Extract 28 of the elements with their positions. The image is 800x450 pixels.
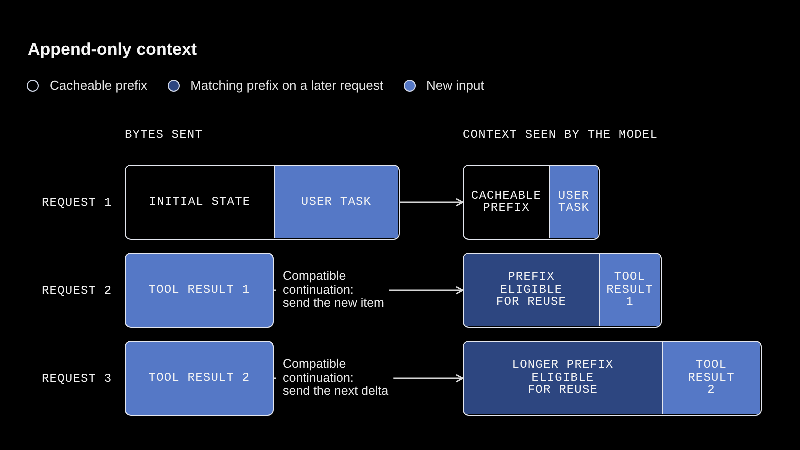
prefix-segment: CACHEABLE PREFIX [464,166,550,238]
legend-label: Cacheable prefix [50,78,148,94]
arrow [400,198,464,207]
input-block: TOOL RESULT 2 [125,341,274,416]
input-segment: TOOL RESULT 2 [663,342,760,414]
input-segment: TOOL RESULT 1 [600,254,660,326]
prefix-segment: PREFIX ELIGIBLE FOR REUSE [464,254,600,326]
context-bar [463,341,762,416]
arrow [273,286,464,295]
edge-label: Compatible continuation: send the next delta [283,358,389,399]
title: Append-only context [28,40,198,60]
input-segment: USER TASK [275,166,398,238]
input-block: TOOL RESULT 1 [125,253,274,328]
prefix-segment: LONGER PREFIX ELIGIBLE FOR REUSE [464,342,663,414]
legend-label: Matching prefix on a later request [190,78,384,94]
column-header: CONTEXT SEEN BY THE MODEL [463,128,658,142]
context-bar [463,165,600,240]
row-label: REQUEST 3 [42,372,112,386]
row-label: REQUEST 1 [42,196,112,210]
column-header: BYTES SENT [125,128,204,142]
edge-label: Compatible continuation: send the new item [283,270,384,311]
prefix-segment: INITIAL STATE [126,166,275,238]
context-bar [463,253,662,328]
row-label: REQUEST 2 [42,284,112,298]
legend-label: New input [426,78,484,94]
input-segment: USER TASK [550,166,598,238]
request-bar [125,165,400,240]
arrow [273,374,464,383]
